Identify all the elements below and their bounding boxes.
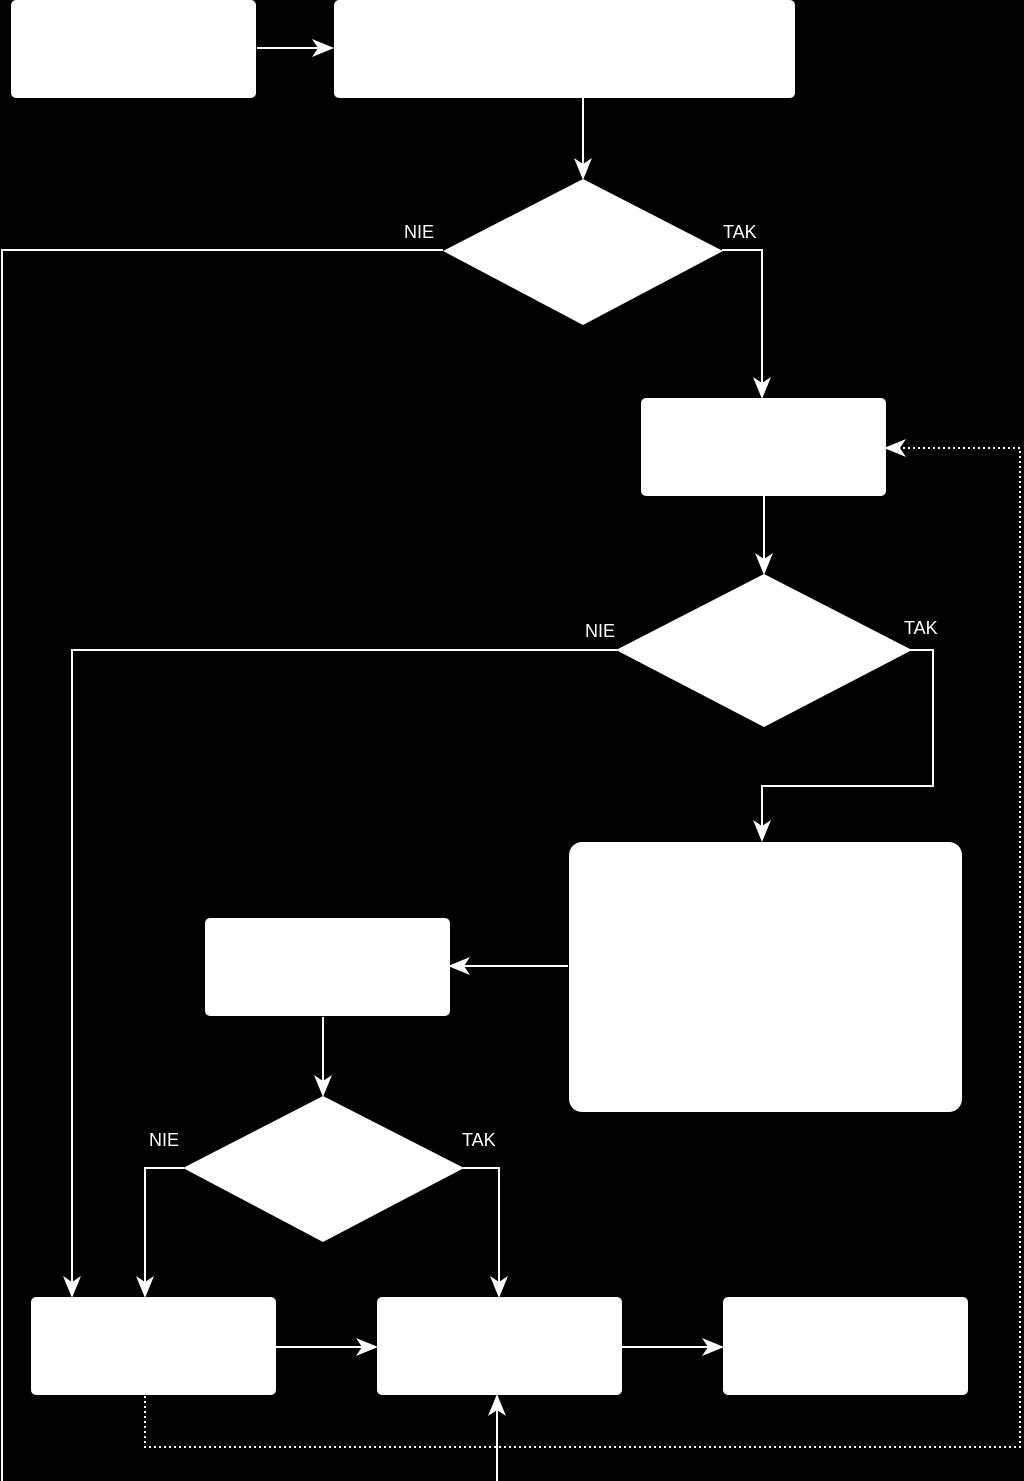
edge-dotted-loop	[144, 439, 1021, 1448]
edge-decision-1-yes	[722, 249, 771, 399]
box-top-wide	[334, 0, 795, 98]
edge-decision-3-no	[136, 1167, 184, 1298]
edge-decision-2-yes	[753, 649, 934, 842]
decision-2-no-label: NIE	[585, 621, 615, 641]
decision-3-yes-label: TAK	[462, 1130, 496, 1150]
box-middle-left	[205, 918, 450, 1016]
decision-2-yes-label: TAK	[904, 618, 938, 638]
decision-3-diamond	[183, 1096, 464, 1242]
edge-decision-2-no	[63, 649, 617, 1298]
box-bottom-left	[31, 1297, 276, 1395]
box-bottom-center	[377, 1297, 622, 1395]
edge-decision-3-yes	[463, 1167, 508, 1298]
decision-1-no-label: NIE	[404, 222, 434, 242]
decision-3-no-label: NIE	[149, 1130, 179, 1150]
box-bottom-right	[723, 1297, 968, 1395]
box-start	[11, 0, 256, 98]
box-large	[569, 842, 962, 1112]
decision-1-diamond	[443, 179, 723, 325]
decision-1-yes-label: TAK	[723, 222, 757, 242]
decision-2-diamond	[616, 574, 912, 727]
box-right-1	[641, 398, 886, 496]
edge-decision-1-no	[1, 249, 443, 1481]
